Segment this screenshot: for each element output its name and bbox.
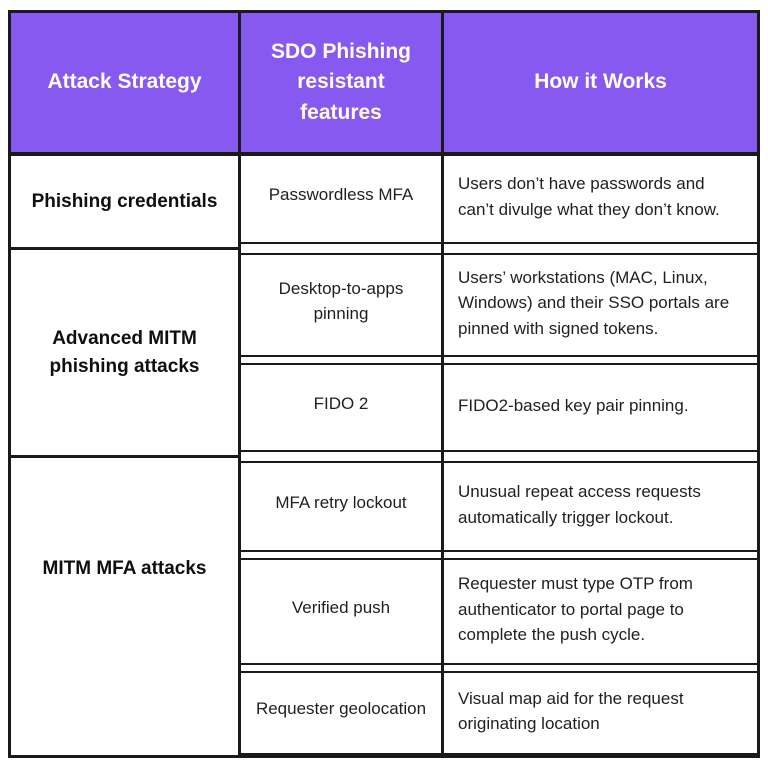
how-cell-desktop-pinning: Users’ workstations (MAC, Linux, Windows… [441,253,757,357]
feature-cell-passwordless-mfa: Passwordless MFA [238,153,444,244]
feature-cell-verified-push: Verified push [238,558,444,665]
strategy-cell-advanced-mitm: Advanced MITM phishing attacks [49,327,200,377]
feature-cell-fido2: FIDO 2 [238,363,444,452]
column-divider-2 [441,13,444,755]
group-divider-1 [11,247,241,250]
header-cell-how-it-works: How it Works [534,70,667,94]
attack-strategy-table: Attack Strategy SDO Phishing resistant f… [8,10,760,758]
feature-cell-desktop-pinning: Desktop-to-apps pinning [238,253,444,357]
header-cell-attack-strategy: Attack Strategy [47,70,202,94]
strategy-cell-mitm-mfa: MITM MFA attacks [42,557,207,579]
how-cell-requester-geolocation: Visual map aid for the request originati… [441,671,757,755]
group-divider-2 [11,455,241,458]
column-divider-1 [238,13,241,755]
strategy-cell-phishing-credentials: Phishing credentials [31,190,218,212]
table-header-background [11,13,757,152]
how-cell-mfa-retry-lockout: Unusual repeat access requests automatic… [441,461,757,552]
feature-cell-requester-geolocation: Requester geolocation [238,671,444,755]
feature-cell-mfa-retry-lockout: MFA retry lockout [238,461,444,552]
how-cell-fido2: FIDO2-based key pair pinning. [441,363,757,452]
how-cell-passwordless-mfa: Users don’t have passwords and can’t div… [441,153,757,244]
header-cell-sdo-features: SDO Phishing resistant features [271,39,412,124]
how-cell-verified-push: Requester must type OTP from authenticat… [441,558,757,665]
